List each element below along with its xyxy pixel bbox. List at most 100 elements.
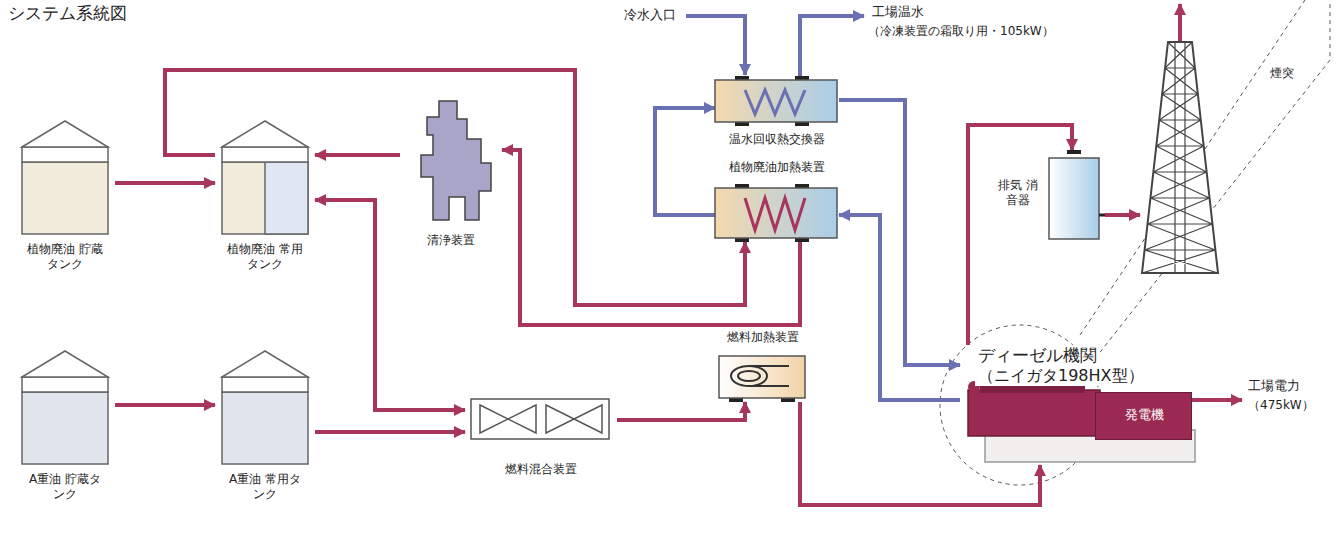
drawing-part — [222, 121, 308, 147]
mixer-node: 燃料混合装置 — [465, 398, 617, 486]
equipment-icon — [470, 398, 610, 440]
drawing-part — [22, 121, 108, 147]
equipment-icon — [715, 76, 837, 126]
fuel-pipe — [165, 70, 745, 305]
node-text-box: 温水回収熱交換器 — [715, 132, 839, 147]
node-label: 植物廃油 貯蔵タンク — [25, 242, 105, 272]
node-label: A重油 貯蔵タンク — [25, 472, 105, 502]
node-text-box: 煙突 — [1260, 66, 1304, 81]
fuel-pipe — [115, 181, 215, 185]
equipment-icon — [405, 95, 495, 220]
node-text-box: A重油 常用タンク — [225, 472, 305, 502]
node-text-box: 植物廃油 常用タンク — [225, 242, 305, 272]
water-pipe — [655, 108, 715, 215]
hx-node: 温水回収熱交換器 — [715, 76, 839, 156]
fuel-pipe — [115, 403, 215, 407]
drawing-part — [265, 162, 308, 234]
flow-label: 工場電力 — [1246, 378, 1302, 394]
drawing-part — [715, 80, 837, 122]
drawing-part — [968, 390, 1100, 436]
node-label: 排気 消音器 — [997, 178, 1039, 208]
muffler-node: 排気 消音器 — [995, 150, 1105, 250]
equipment-icon — [20, 348, 110, 466]
drawing-part — [22, 392, 108, 464]
equipment-icon — [220, 118, 310, 236]
node-text-box: ディーゼル機関（ニイガタ198HX型） — [975, 345, 1155, 386]
drawing-part — [719, 356, 805, 398]
generator-node: 発電機 — [1095, 392, 1192, 440]
power-output-arrow — [1190, 398, 1242, 402]
node-text-box: 植物廃油加熱装置 — [715, 160, 839, 175]
drawing-part — [222, 162, 308, 234]
hot-water-outlet-pipe — [800, 16, 864, 77]
drawing-part — [421, 101, 491, 220]
node-label: 発電機 — [1096, 407, 1193, 423]
equipment-icon — [1140, 40, 1220, 275]
chimney-node: 煙突 — [1140, 40, 1310, 275]
drawing-part — [222, 147, 308, 162]
equipment-icon — [1045, 150, 1103, 245]
node-label: ディーゼル機関 — [975, 345, 1100, 366]
drawing-part — [22, 147, 108, 162]
node-label: （ニイガタ198HX型） — [975, 366, 1147, 386]
drawing-part — [1049, 158, 1099, 239]
equipment-icon — [715, 184, 837, 242]
tank-veg-node: 植物廃油 貯蔵タンク — [15, 118, 115, 283]
drawing-part — [731, 366, 767, 386]
cold-water-inlet-pipe — [686, 16, 745, 75]
drawing-part — [1142, 42, 1218, 273]
drawing-part — [22, 351, 108, 377]
drawing-part — [480, 405, 536, 433]
node-label: 植物廃油 常用タンク — [225, 242, 305, 272]
drawing-part — [745, 198, 805, 230]
drawing-part — [22, 377, 108, 392]
water-pipe — [839, 215, 960, 400]
flow-label: 冷水入口 — [622, 7, 678, 23]
node-text-box: 排気 消音器 — [997, 178, 1039, 208]
flow-label: 工場温水 — [870, 4, 926, 20]
node-text-box: 清浄装置 — [400, 233, 502, 248]
node-label: 燃料混合装置 — [465, 462, 617, 477]
fuel-pipe — [315, 430, 465, 434]
heater-node: 植物廃油加熱装置 — [715, 160, 839, 242]
node-text-box: 燃料加熱装置 — [712, 330, 814, 345]
node-text-box: 燃料混合装置 — [465, 462, 617, 477]
node-label: 清浄装置 — [400, 233, 502, 248]
node-label: 燃料加熱装置 — [712, 330, 814, 345]
diagram-title: システム系統図 — [8, 2, 127, 25]
drawing-part — [1099, 214, 1105, 217]
drawing-part — [738, 371, 760, 381]
drawing-part — [715, 188, 837, 238]
drawing-part — [546, 405, 602, 433]
callout-line — [1090, 0, 1330, 365]
drawing-part — [749, 366, 789, 386]
drawing-part — [22, 162, 108, 234]
fuel-pipe — [1105, 213, 1140, 217]
callout-line — [1080, 0, 1305, 335]
tank-a-node: A重油 常用タンク — [215, 348, 315, 513]
equipment-icon — [719, 356, 805, 402]
drawing-part — [222, 377, 308, 392]
flow-label: （475kW） — [1246, 398, 1316, 412]
node-label: 煙突 — [1260, 66, 1304, 81]
drawing-part — [1067, 150, 1081, 154]
node-text-box: A重油 貯蔵タンク — [25, 472, 105, 502]
drawing-part — [471, 399, 609, 439]
drawing-part — [745, 90, 805, 114]
equipment-icon — [220, 348, 310, 466]
node-text-box: 植物廃油 貯蔵タンク — [25, 242, 105, 272]
node-label: 植物廃油加熱装置 — [715, 160, 839, 175]
fuel-pipe — [315, 200, 465, 410]
node-label: A重油 常用タンク — [225, 472, 305, 502]
drawing-part — [222, 392, 308, 464]
drawing-part — [222, 351, 308, 377]
flow-label: （冷凍装置の霜取り用・105kW） — [866, 24, 1056, 38]
fuel-pipe — [617, 402, 745, 420]
water-pipe — [839, 100, 960, 365]
node-text-box: 発電機 — [1096, 407, 1193, 423]
exhaust-out-arrow — [1178, 4, 1182, 42]
node-label: 温水回収熱交換器 — [715, 132, 839, 147]
drawing-part — [1142, 42, 1218, 273]
